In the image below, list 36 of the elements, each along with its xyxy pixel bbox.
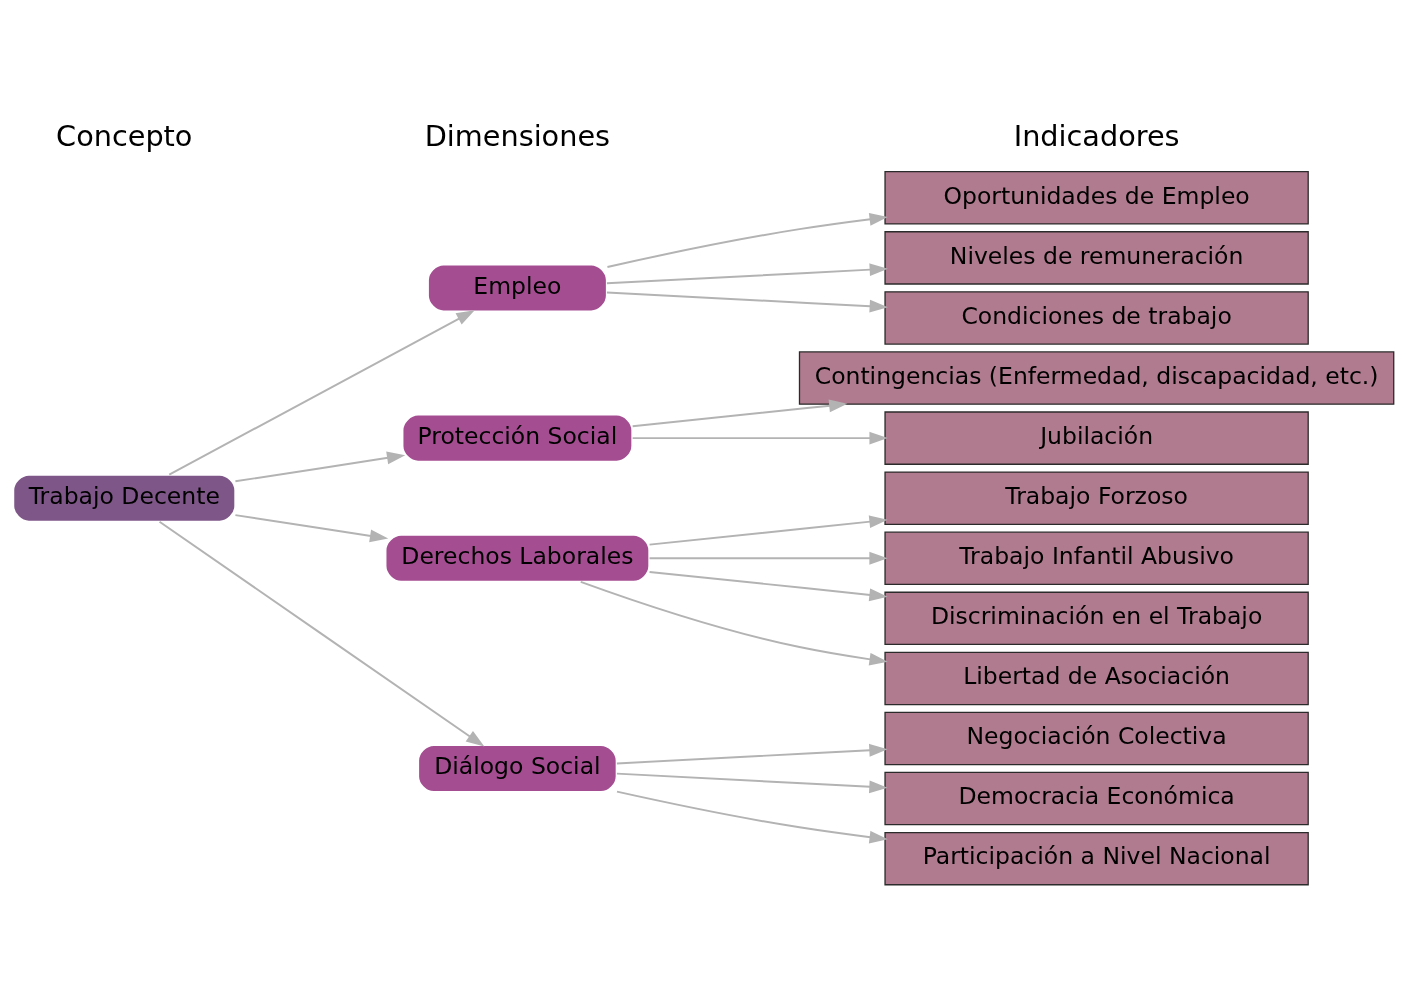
- arrow: [648, 514, 888, 546]
- label: Indicadores: [1013, 118, 1180, 153]
- node-box: Trabajo Forzoso: [884, 470, 1309, 525]
- arrow: [606, 212, 888, 268]
- node-box: Trabajo Infantil Abusivo: [884, 531, 1309, 585]
- node-box: Discriminación en el Trabajo: [884, 591, 1309, 645]
- node-box: Negociación Colectiva: [884, 711, 1309, 765]
- node-box: Jubilación: [884, 410, 1309, 465]
- arrow: [605, 291, 888, 313]
- arrow: [631, 398, 848, 427]
- arrow: [616, 790, 888, 843]
- arrow: [615, 772, 888, 793]
- node-box: Condiciones de trabajo: [884, 290, 1309, 345]
- node-box: Empleo: [426, 262, 608, 312]
- node-box: Diálogo Social: [417, 743, 618, 793]
- node-box: Oportunidades de Empleo: [884, 170, 1309, 225]
- label: Concepto: [56, 118, 193, 153]
- label: Dimensiones: [424, 118, 611, 153]
- node-box: Contingencias (Enfermedad, discapacidad, etc.): [798, 350, 1395, 405]
- arrow: [648, 570, 888, 601]
- node-box: Derechos Laborales: [384, 533, 651, 583]
- node-box: Trabajo Decente: [12, 473, 237, 523]
- arrow: [158, 520, 485, 747]
- arrow: [615, 743, 888, 764]
- node-box: Niveles de remuneración: [884, 230, 1309, 285]
- node-box: Protección Social: [401, 413, 634, 463]
- node-box: Democracia Económica: [884, 771, 1309, 825]
- arrow: [579, 580, 888, 666]
- arrow: [648, 551, 888, 565]
- arrow: [234, 451, 406, 482]
- node-box: Participación a Nivel Nacional: [884, 831, 1309, 885]
- arrow: [631, 431, 888, 445]
- node-box: Libertad de Asociación: [884, 651, 1309, 705]
- arrow: [234, 513, 389, 542]
- arrow: [605, 262, 888, 284]
- arrow: [168, 309, 475, 476]
